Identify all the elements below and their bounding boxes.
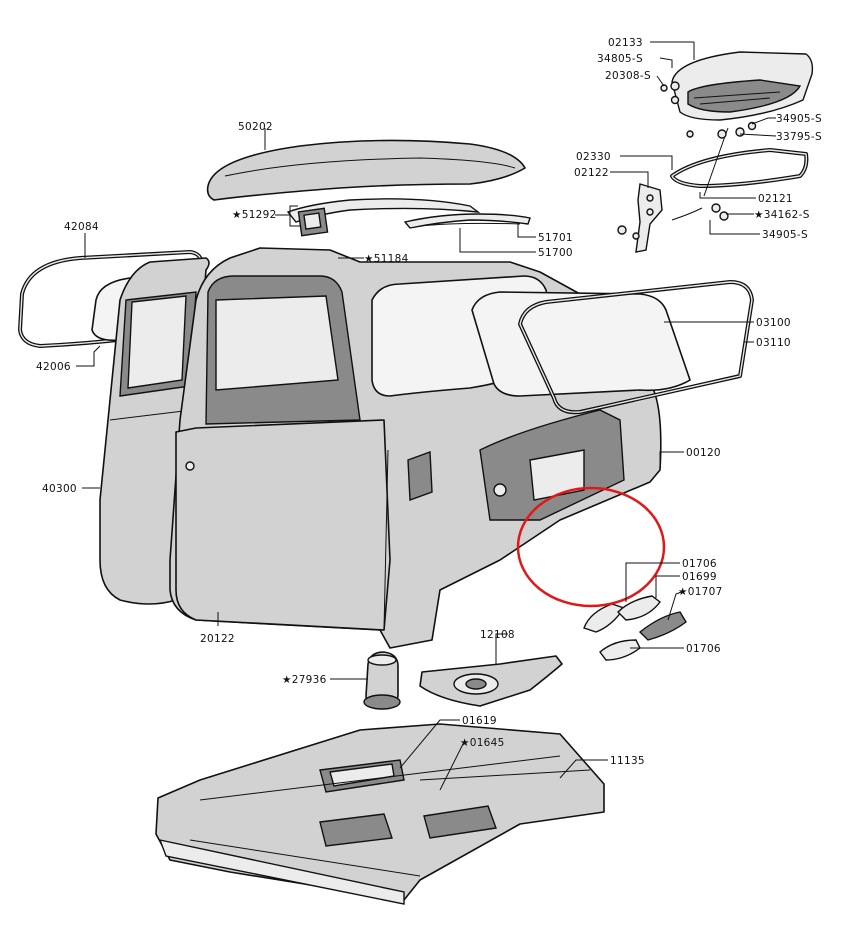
callout-27936: ★27936: [282, 674, 327, 686]
star-marker: ★: [364, 253, 374, 265]
star-marker: ★: [678, 586, 688, 598]
drip-rail-part: [403, 213, 531, 229]
callout-00120: 00120: [686, 447, 721, 459]
callout-01619: 01619: [462, 715, 497, 727]
callout-01706-lower: 01706: [686, 643, 721, 655]
floor-plug-part: [363, 651, 401, 710]
callout-40300: 40300: [42, 483, 77, 495]
star-marker: ★: [460, 737, 470, 749]
callout-34805-s: 34805-S: [597, 53, 643, 65]
callout-03110: 03110: [756, 337, 791, 349]
callout-02330: 02330: [576, 151, 611, 163]
cowl-vent-gasket-part: [670, 148, 809, 188]
roof-panel-part: [206, 139, 526, 201]
callout-01699: 01699: [682, 571, 717, 583]
star-marker: ★: [754, 209, 764, 221]
callout-42006: 42006: [36, 361, 71, 373]
star-marker: ★: [232, 209, 242, 221]
cowl-vent-hinge-part: [617, 121, 757, 253]
cowl-vent-lid-part: [660, 51, 814, 121]
callout-02121: 02121: [758, 193, 793, 205]
callout-34162-s: ★34162-S: [754, 209, 810, 221]
callout-20122: 20122: [200, 633, 235, 645]
callout-03100: 03100: [756, 317, 791, 329]
floor-pan-part: [155, 723, 605, 905]
callout-42084: 42084: [64, 221, 99, 233]
callout-34905-s-lower: 34905-S: [762, 229, 808, 241]
callout-12108: 12108: [480, 629, 515, 641]
star-marker: ★: [282, 674, 292, 686]
callout-34905-s-upper: 34905-S: [776, 113, 822, 125]
callout-51184: ★51184: [364, 253, 409, 265]
callout-51292: ★51292: [232, 209, 277, 221]
callout-01645: ★01645: [460, 737, 505, 749]
callout-50202: 50202: [238, 121, 273, 133]
roof-inner-header-part: [286, 198, 481, 237]
kick-pad-bracket-part: [583, 595, 687, 661]
callout-20308-s: 20308-S: [605, 70, 651, 82]
callout-labels: 02133 34805-S 20308-S 34905-S 33795-S 50…: [36, 37, 822, 767]
leader-lines: [76, 41, 777, 791]
callout-02133: 02133: [608, 37, 643, 49]
windshield-gasket-part: [518, 280, 754, 415]
callout-01706-upper: 01706: [682, 558, 717, 570]
callout-51700: 51700: [538, 247, 573, 259]
callout-11135: 11135: [610, 755, 645, 767]
callout-51701: 51701: [538, 232, 573, 244]
highlight-circle: [516, 486, 666, 608]
callout-33795-s: 33795-S: [776, 131, 822, 143]
floor-cover-plate-part: [419, 655, 563, 707]
callout-02122: 02122: [574, 167, 609, 179]
callout-01707: ★01707: [678, 586, 723, 598]
windshield-glass-part: [471, 291, 691, 397]
